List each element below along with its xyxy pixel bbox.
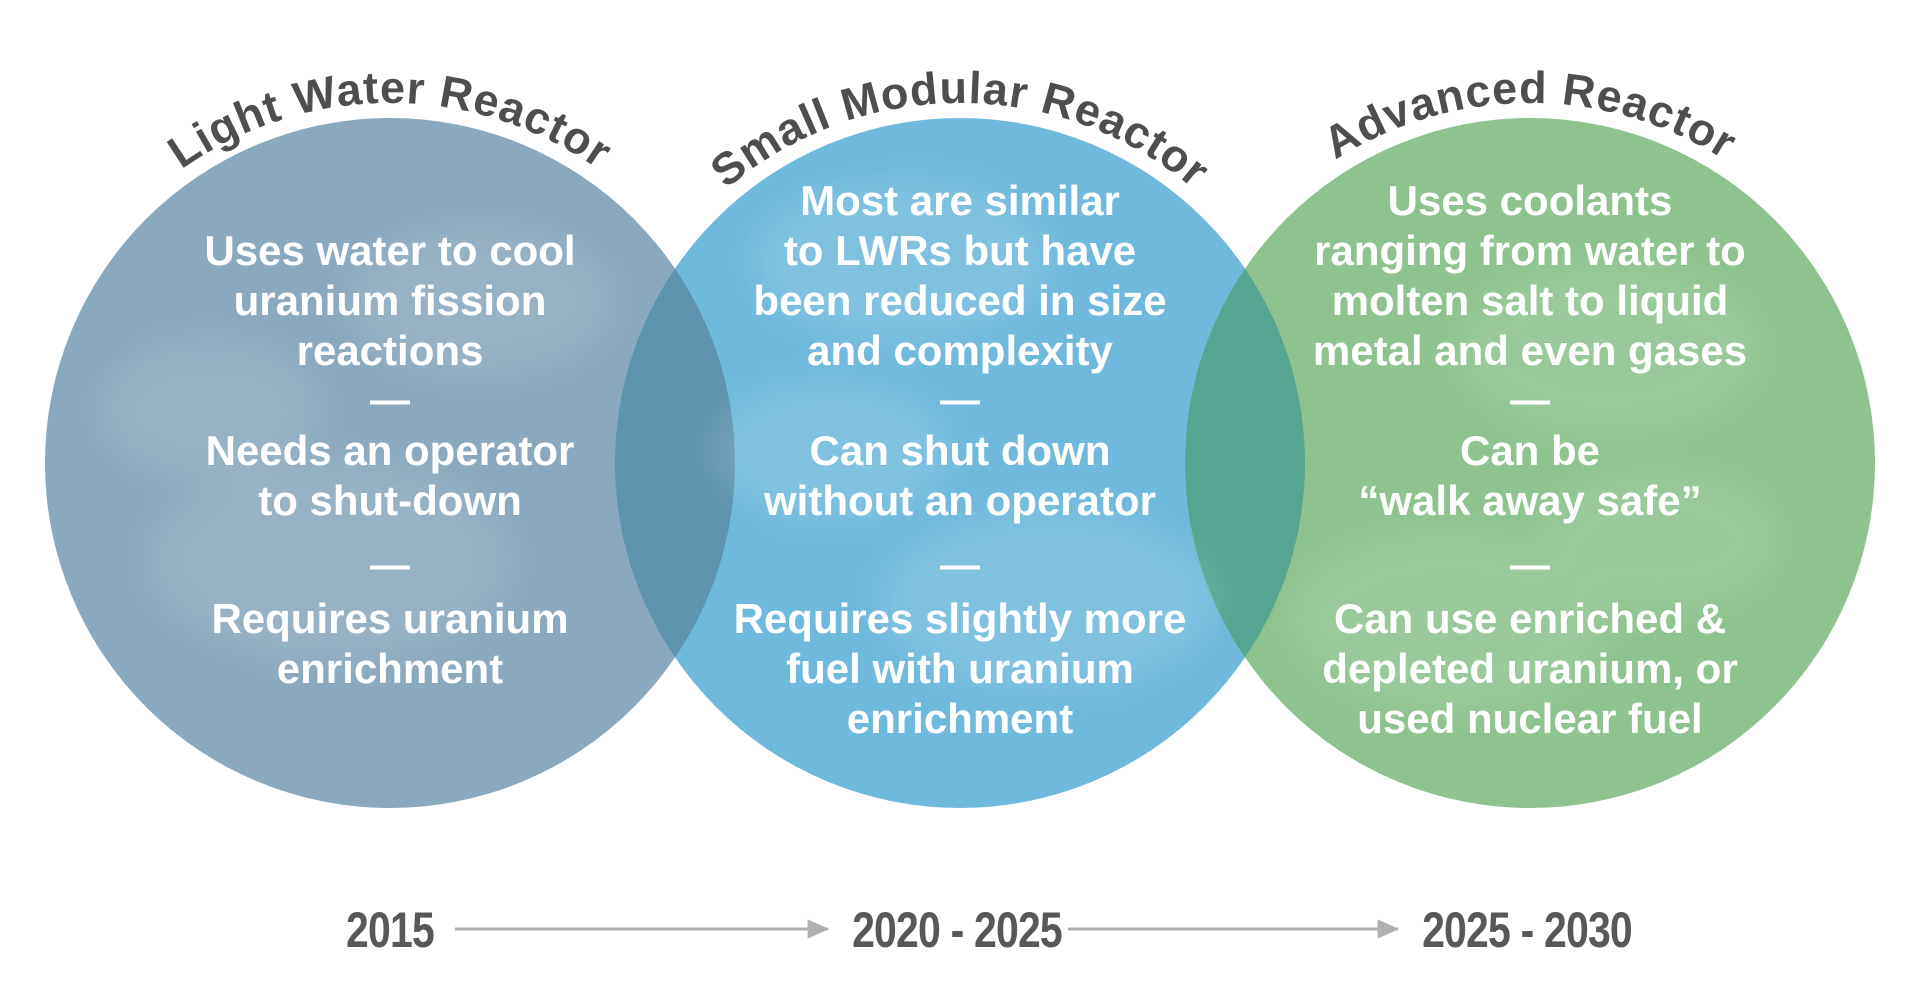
timeline-label-2020-2025: 2020 - 2025	[852, 902, 1063, 958]
lwr-smr-overlap	[615, 268, 735, 658]
smr-advanced-overlap	[1185, 268, 1305, 658]
timeline-label-2025-2030: 2025 - 2030	[1422, 902, 1633, 958]
advanced-watercolor-texture	[1290, 265, 1780, 710]
smr-watercolor-texture	[710, 180, 1220, 690]
lwr-watercolor-texture	[100, 225, 610, 660]
timeline-label-2015: 2015	[346, 902, 435, 958]
